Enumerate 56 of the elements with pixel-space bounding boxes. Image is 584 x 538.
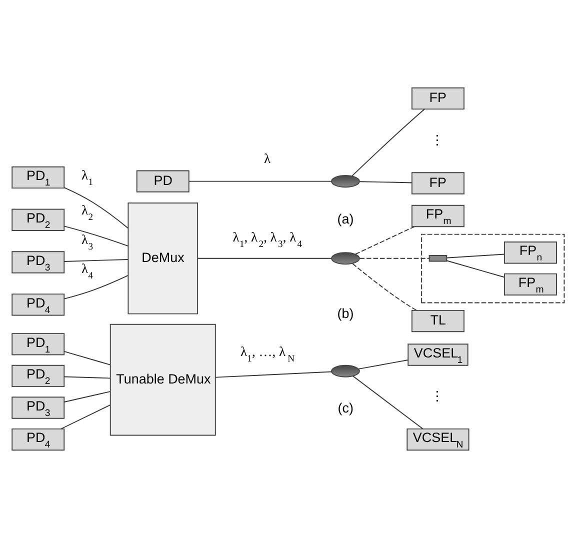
node-box: PD$_{2}$ xyxy=(12,208,65,231)
connector xyxy=(64,350,111,366)
node-box: PD$_{1}$ xyxy=(12,166,65,189)
connector xyxy=(446,260,505,278)
connector xyxy=(446,254,505,258)
node-box: PD$_{3}$ xyxy=(12,396,65,419)
connector xyxy=(352,376,424,430)
node-box: PD$_{4}$ xyxy=(12,428,65,451)
connector xyxy=(64,258,128,262)
label: (b) xyxy=(337,306,354,321)
node-box: PD$_{1}$ xyxy=(12,333,65,356)
node-box: Tunable DeMux xyxy=(110,324,216,436)
node-ellipse xyxy=(331,252,360,265)
node-box: FP xyxy=(411,87,464,110)
node-box: FP$_{m}$ xyxy=(411,204,464,228)
edge-label: λ$_{1}$, λ$_{2}$, λ$_{3}$, λ$_{4}$ xyxy=(232,229,302,250)
edge-label: λ$_{2}$ xyxy=(81,202,94,223)
node-box: FP$_{m}$ xyxy=(504,273,557,296)
label: (c) xyxy=(338,400,354,416)
node-ellipse xyxy=(331,364,360,378)
edge-label: λ xyxy=(264,151,271,166)
connector xyxy=(359,181,412,184)
node-box: PD$_{4}$ xyxy=(12,294,65,316)
connector xyxy=(197,258,332,259)
label: ⋮ xyxy=(430,388,444,404)
label: ⋮ xyxy=(430,132,444,148)
connector xyxy=(188,180,332,182)
node-box: PD$_{3}$ xyxy=(12,251,65,274)
edge-label: λ$_{3}$ xyxy=(81,232,94,253)
node-box: VCSEL$_{N}$ xyxy=(406,428,470,451)
connector xyxy=(215,371,332,378)
node-box: FP xyxy=(411,172,464,194)
edge-label: λ$_{1}$ xyxy=(81,168,94,188)
connector xyxy=(352,263,418,311)
connector xyxy=(64,226,129,246)
edge-label: λ$_{1}$, …, λ$_{N}$ xyxy=(240,344,295,364)
node-ellipse xyxy=(331,175,360,188)
node-box: PD xyxy=(136,170,190,192)
connector xyxy=(60,404,111,430)
node-box: TL xyxy=(411,310,464,332)
node-box: DeMux xyxy=(128,202,198,314)
edge-label: λ$_{4}$ xyxy=(81,261,94,282)
connector xyxy=(64,274,129,300)
connector xyxy=(352,108,425,176)
connector xyxy=(64,391,111,402)
node-box: PD$_{2}$ xyxy=(12,364,65,388)
node-bar xyxy=(428,255,448,262)
connector xyxy=(64,187,129,229)
connector xyxy=(64,376,111,379)
connector xyxy=(359,258,430,259)
node-box: FP$_{n}$ xyxy=(504,242,557,264)
connector xyxy=(358,360,408,370)
node-box: VCSEL$_{1}$ xyxy=(408,344,468,366)
connector xyxy=(354,226,415,255)
label: (a) xyxy=(337,211,354,226)
cluster xyxy=(421,234,565,304)
